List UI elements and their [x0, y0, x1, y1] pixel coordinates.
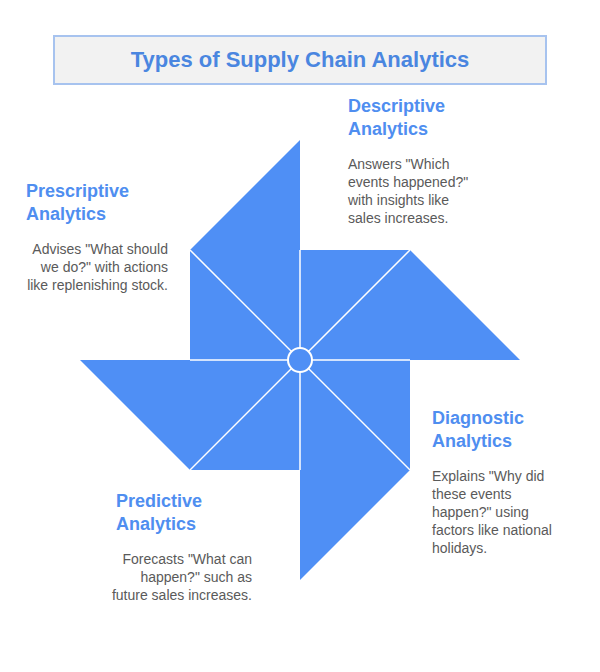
type-heading: Predictive Analytics: [104, 490, 252, 536]
analytics-type-block: Descriptive AnalyticsAnswers "Which even…: [348, 95, 476, 227]
analytics-type-block: Prescriptive AnalyticsAdvises "What shou…: [18, 180, 168, 294]
pinwheel-blade: [300, 360, 410, 580]
diagram-title: Types of Supply Chain Analytics: [131, 47, 470, 73]
blade-fold: [300, 360, 410, 470]
type-heading: Diagnostic Analytics: [432, 407, 574, 453]
type-heading: Prescriptive Analytics: [18, 180, 168, 226]
type-description: Answers "Which events happened?" with in…: [348, 155, 476, 227]
pinwheel-blade: [80, 360, 300, 470]
pinwheel-blade: [300, 250, 520, 360]
type-description: Advises "What should we do?" with action…: [18, 240, 168, 294]
blade-fold: [299, 360, 301, 470]
pinwheel-blade: [190, 140, 300, 360]
blade-fold: [190, 359, 300, 361]
title-box: Types of Supply Chain Analytics: [53, 35, 547, 85]
analytics-type-block: Diagnostic AnalyticsExplains "Why did th…: [432, 407, 574, 557]
blade-fold: [299, 250, 301, 360]
blade-fold: [190, 250, 300, 360]
blade-fold: [300, 250, 410, 360]
analytics-type-block: Predictive AnalyticsForecasts "What can …: [104, 490, 252, 604]
type-heading: Descriptive Analytics: [348, 95, 476, 141]
type-description: Forecasts "What can happen?" such as fut…: [104, 550, 252, 604]
blade-fold: [300, 359, 410, 361]
type-description: Explains "Why did these events happen?" …: [432, 467, 574, 557]
pinwheel-pin: [288, 348, 312, 372]
blade-fold: [190, 360, 300, 470]
